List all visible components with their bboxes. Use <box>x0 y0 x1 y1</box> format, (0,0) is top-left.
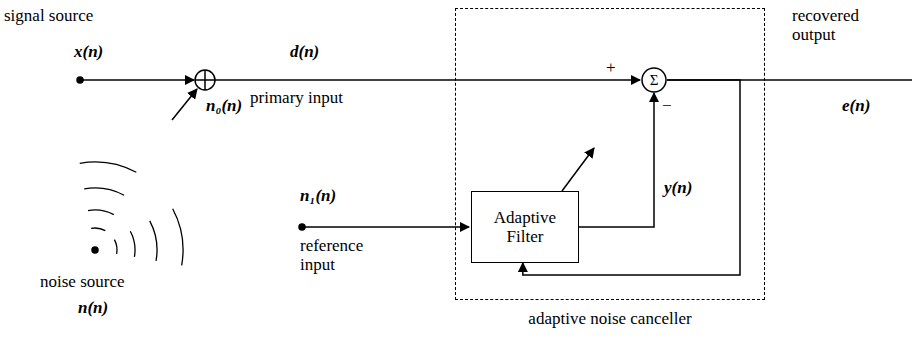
noise-wave <box>84 188 124 195</box>
noise-wave <box>114 240 117 254</box>
output-label: recovered output <box>792 6 887 44</box>
adaptation-arrow <box>562 148 594 191</box>
input-label: reference input <box>300 236 382 274</box>
noise-wave <box>130 231 135 257</box>
sign-label: − <box>662 96 672 115</box>
signal-name: n₀(n) <box>206 96 242 115</box>
noise-wave <box>91 228 105 231</box>
signal-name: e(n) <box>842 96 870 115</box>
signal-connector <box>579 93 654 227</box>
adaptive-filter-box: Adaptive Filter <box>471 191 579 263</box>
signal-name: n(n) <box>78 298 108 317</box>
signal-name: n₁(n) <box>300 186 336 205</box>
adder-cross <box>204 70 206 90</box>
group-caption: adaptive noise canceller <box>456 309 764 328</box>
primary-wire <box>215 79 640 81</box>
noise-waves <box>80 162 183 265</box>
noise-wave <box>150 221 157 261</box>
signal-wire <box>80 79 194 81</box>
source-label: signal source <box>4 6 93 25</box>
noise-wave <box>80 162 137 172</box>
noise-canceller-frame: ΣAdaptive Filteradaptive noise canceller <box>455 8 765 300</box>
node-text: Σ <box>650 73 659 88</box>
summing-junction: Σ <box>641 67 667 93</box>
node-text: Adaptive Filter <box>480 208 570 246</box>
sign-label: + <box>606 58 616 77</box>
adder-symbol <box>195 70 215 90</box>
noise-wave <box>173 209 183 266</box>
reference-wire <box>302 226 469 228</box>
signal-name: d(n) <box>290 42 319 61</box>
noise-wave <box>88 210 114 215</box>
signal-name: y(n) <box>664 178 692 197</box>
noise-source-dot <box>92 247 98 253</box>
signal-name: x(n) <box>74 42 103 61</box>
source-label: noise source <box>40 272 125 291</box>
noise-injection-arrow <box>172 89 197 120</box>
input-label: primary input <box>250 88 343 107</box>
